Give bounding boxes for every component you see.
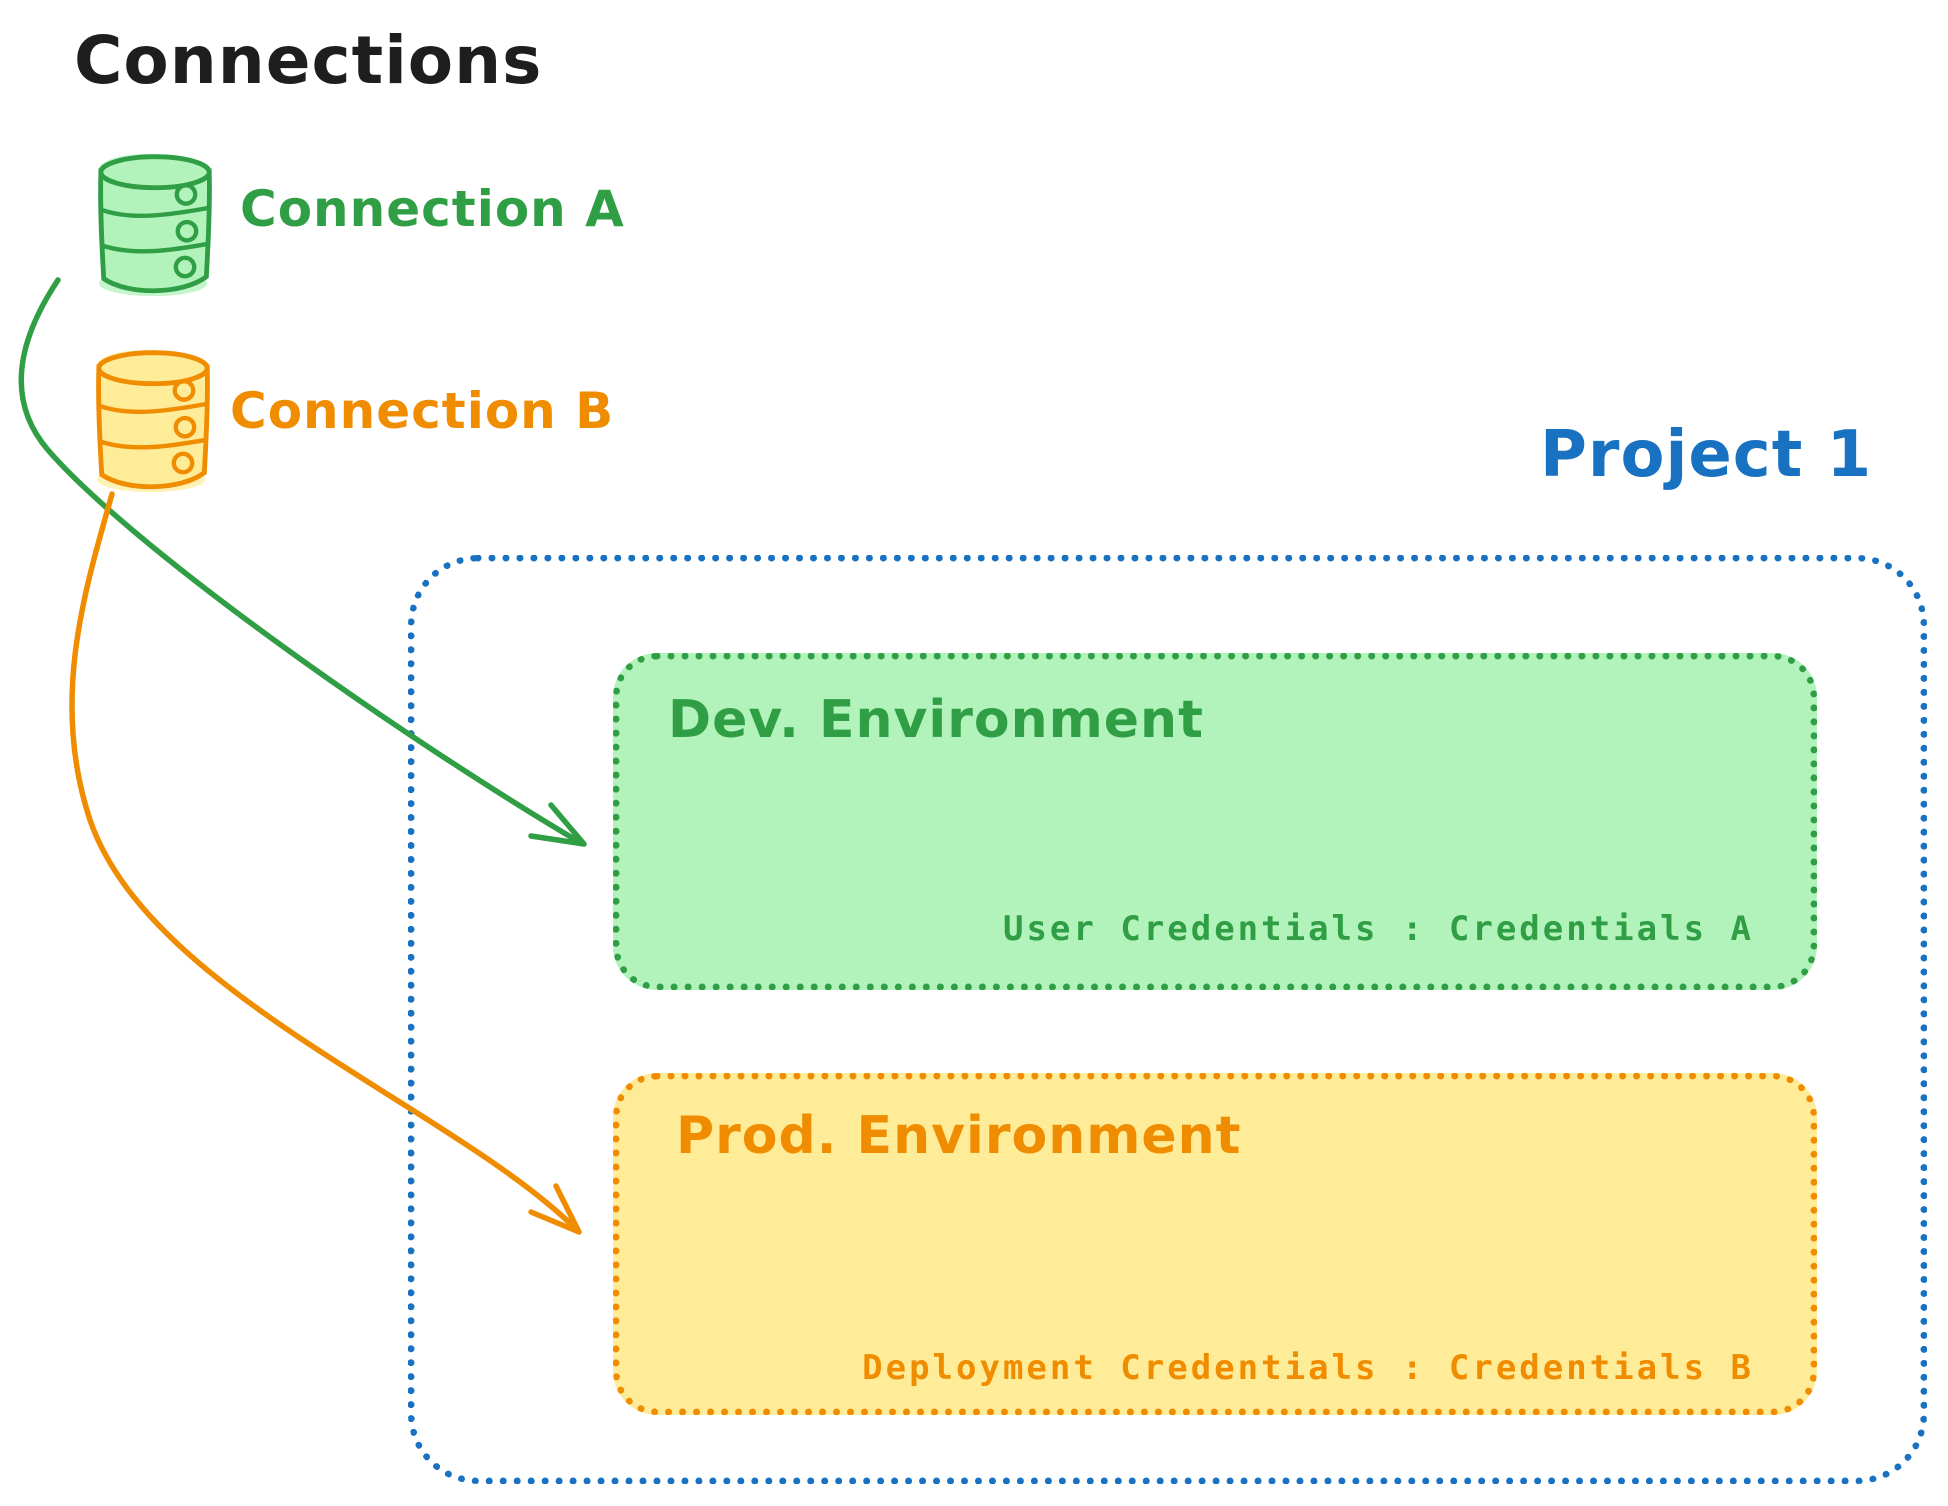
prod-environment-credentials: Deployment Credentials : Credentials B: [862, 1348, 1754, 1388]
connections-title: Connections: [74, 22, 543, 99]
dev-environment-credentials: User Credentials : Credentials A: [1002, 909, 1754, 949]
database-icon: [96, 349, 210, 493]
connection-a-label: Connection A: [240, 180, 625, 238]
prod-environment-title: Prod. Environment: [676, 1106, 1242, 1166]
project-box: Dev. Environment User Credentials : Cred…: [408, 555, 1927, 1484]
connection-b-label: Connection B: [230, 382, 615, 440]
dev-environment-box: Dev. Environment User Credentials : Cred…: [613, 653, 1817, 990]
database-icon: [98, 153, 212, 297]
project-title: Project 1: [1540, 418, 1873, 492]
dev-environment-title: Dev. Environment: [668, 690, 1204, 750]
prod-environment-box: Prod. Environment Deployment Credentials…: [613, 1073, 1817, 1415]
connection-b-node: Connection B: [90, 344, 613, 494]
connection-a-node: Connection A: [92, 148, 624, 298]
